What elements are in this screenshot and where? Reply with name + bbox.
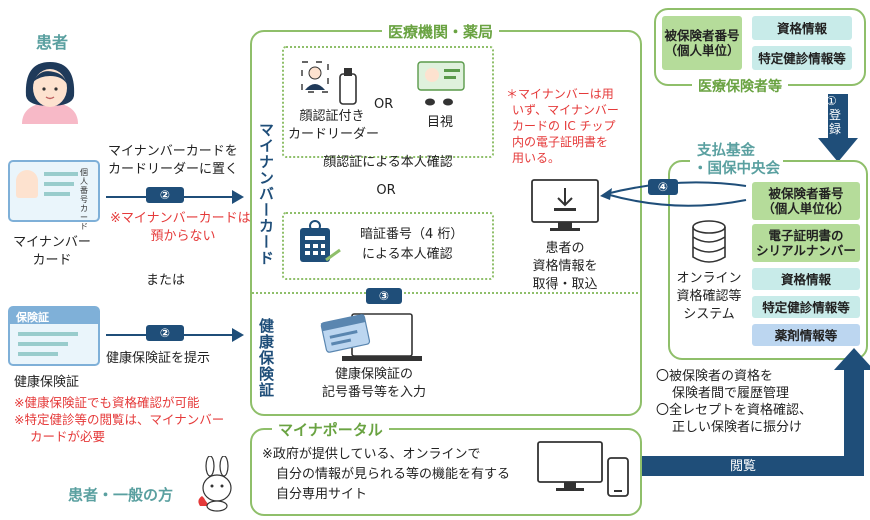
input-terminal-icon [320, 313, 422, 361]
step-2-badge-insurance: ② [146, 325, 184, 341]
insurer-number-1: 被保険者番号 [664, 28, 740, 43]
medical-note-3: カードの IC チップ [512, 119, 616, 133]
database-icon [692, 220, 726, 263]
patient-title: 患者 [36, 33, 69, 52]
insurance-input-label-2: 記号番号等を入力 [321, 385, 426, 400]
pin-box [282, 212, 494, 280]
portal-devices-icon [537, 441, 629, 497]
insurance-note-2: ※特定健診等の閲覧は、マイナンバー [14, 412, 225, 427]
mynumber-card-image: 個人番号カード [8, 160, 100, 231]
insurance-card-image: 保険証 [8, 306, 100, 366]
face-auth-label: 顔認証による本人確認 [323, 155, 453, 170]
insurer-number-2: （個人単位） [664, 43, 740, 58]
payment-bullet-2b: 正しい保険者に振分け [672, 420, 803, 435]
insurance-card-text: 保険証 [16, 311, 49, 324]
system-label-3: システム [683, 307, 735, 322]
payment-qualification-cell: 資格情報 [752, 268, 860, 290]
insurance-card-label: 健康保険証 [14, 375, 80, 390]
mynumber-card-label-1: マイナンバー [13, 235, 91, 250]
face-reader-label-1: 顔認証付き [299, 109, 365, 124]
system-label-1: オンライン [676, 271, 742, 286]
insurance-vertical-label: 健康保険証 [257, 318, 275, 398]
insurance-note-3: カードが必要 [30, 429, 106, 444]
payment-number-2: （個人単位化） [762, 201, 850, 216]
face-auth-box [282, 46, 494, 158]
visual-check-label: 目視 [426, 115, 453, 130]
pin-label-1: 暗証番号（4 桁） [360, 227, 464, 242]
insurer-qualification-cell: 資格情報 [752, 16, 852, 40]
portal-desc-1: ※政府が提供している、オンラインで [262, 447, 481, 462]
patient-icon [22, 62, 78, 124]
or-text: または [146, 273, 186, 288]
insurer-number-cell: 被保険者番号（個人単位） [662, 16, 742, 70]
payment-bullet-1b: 保険者間で履歴管理 [672, 386, 790, 401]
acquire-label-2: 資格情報を [532, 259, 598, 274]
pin-card-icon [300, 220, 341, 262]
pin-label-2: による本人確認 [362, 247, 453, 262]
insurance-note-1: ※健康保険証でも資格確認が可能 [14, 395, 200, 410]
mascot-icon [198, 456, 232, 512]
face-reader-label-2: カードリーダー [288, 127, 380, 142]
payment-number-cell: 被保険者番号（個人単位化） [752, 182, 860, 220]
general-title: 患者・一般の方 [68, 486, 174, 504]
view-arrow-vertical [844, 366, 864, 476]
payment-title-1: 支払基金 [694, 142, 758, 160]
mynumber-instruction-1: マイナンバーカードを [108, 144, 238, 159]
step-2-badge-card: ② [146, 187, 184, 203]
mynumber-warning-1: ※マイナンバーカードは [110, 211, 251, 226]
acquire-label-1: 患者の [545, 241, 585, 256]
view-label: 閲覧 [730, 459, 757, 474]
mynumber-vertical-label: マイナンバーカード [257, 122, 275, 266]
medical-divider [252, 292, 638, 294]
payment-drug-cell: 薬剤情報等 [752, 324, 860, 346]
insurance-arrow-head [232, 328, 244, 342]
medical-title: 医療機関・薬局 [382, 21, 500, 42]
register-label: 登録 [829, 108, 842, 136]
mynumber-card-label-2: カード [32, 253, 72, 268]
mynumber-warning-2: 預からない [150, 229, 216, 244]
payment-bullet-1a: 〇被保険者の資格を [656, 369, 774, 384]
insurance-input-label-1: 健康保険証の [334, 367, 413, 382]
payment-checkup-cell: 特定健診情報等 [752, 296, 860, 318]
payment-title-2: ・国保中央会 [690, 160, 783, 178]
payment-cert-1: 電子証明書の [768, 228, 844, 243]
payment-cert-cell: 電子証明書のシリアルナンバー [752, 224, 860, 262]
portal-desc-2: 自分の情報が見られる等の機能を有する [276, 467, 511, 482]
register-arrow [818, 94, 858, 162]
face-reader-icon [301, 61, 357, 105]
payment-number-1: 被保険者番号 [768, 186, 844, 201]
medical-note-1: ＊マイナンバーは用 [506, 87, 614, 101]
acquire-label-3: 取得・取込 [532, 277, 598, 292]
payment-cert-2: シリアルナンバー [756, 243, 856, 258]
medical-note-5: 用いる。 [512, 151, 561, 165]
mynumber-arrow-head [232, 190, 244, 204]
insurer-title: 医療保険者等 [692, 76, 788, 96]
insurer-checkup-cell: 特定健診情報等 [752, 46, 852, 70]
step-4-badge: ④ [648, 179, 678, 195]
view-arrow-horizontal [640, 456, 864, 476]
mynumber-card-text: 個人番号カード [80, 168, 88, 231]
register-step: ① [826, 94, 837, 108]
medical-note-2: いず、マイナンバー [512, 103, 619, 117]
view-arrow-head [834, 348, 870, 370]
portal-desc-3: 自分専用サイト [276, 487, 368, 502]
or-label-2: OR [376, 183, 396, 198]
or-label-1: OR [374, 97, 394, 112]
mynumber-instruction-2: カードリーダーに置く [108, 162, 239, 177]
payment-bullet-2a: 〇全レセプトを資格確認、 [656, 403, 813, 418]
acquire-terminal-icon [531, 179, 599, 231]
visual-check-icon [417, 61, 465, 106]
system-label-2: 資格確認等 [676, 289, 742, 304]
step-3-badge: ③ [366, 288, 402, 304]
medical-note-4: 内の電子証明書を [512, 135, 609, 149]
portal-title: マイナポータル [272, 419, 389, 440]
insurance-instruction: 健康保険証を提示 [106, 351, 211, 366]
